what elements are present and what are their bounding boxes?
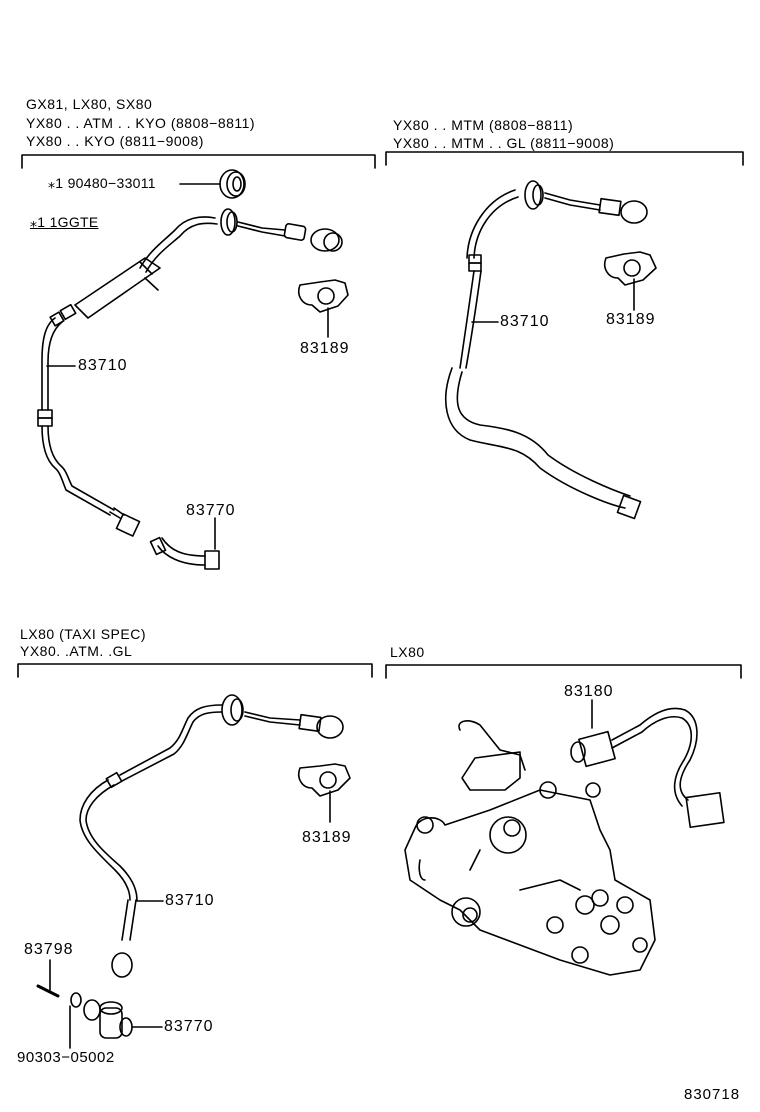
part-number-83189[interactable]: 83189 <box>300 340 350 357</box>
part-number-83770[interactable]: 83770 <box>164 1018 214 1035</box>
section-header-bottom-left-line-1: LX80 (TAXI SPEC) <box>20 626 147 642</box>
washer-90303-05002 <box>69 992 82 1049</box>
section-header-bottom-left-line-2: YX80. .ATM. .GL <box>20 643 133 659</box>
part-number-83189[interactable]: 83189 <box>606 311 656 328</box>
part-number-83710[interactable]: 83710 <box>165 892 215 909</box>
section-bracket-top-right <box>385 151 744 166</box>
part-number-83710[interactable]: 83710 <box>500 313 550 330</box>
section-header-top-left-line-1: GX81, LX80, SX80 <box>26 96 153 112</box>
section-header-bottom-right: LX80 <box>390 644 425 660</box>
speedometer-cable-83710-bottom-left <box>79 694 344 978</box>
sensor-83180 <box>570 699 725 829</box>
part-number-90303-05002[interactable]: 90303−05002 <box>17 1049 115 1066</box>
part-number-83798[interactable]: 83798 <box>24 941 74 958</box>
speedometer-cable-83710-top-left <box>37 208 343 537</box>
section-bracket-top-left <box>21 154 376 169</box>
note-part-label: ⁎1 90480−33011 <box>48 175 156 191</box>
drive-gear-83770-top-left <box>149 517 220 570</box>
part-number-83770[interactable]: 83770 <box>186 502 236 519</box>
connector-83189-bottom-left <box>297 763 351 823</box>
grommet-90480-33011 <box>179 169 246 199</box>
pin-83798 <box>36 959 60 998</box>
injection-pump <box>404 720 656 976</box>
part-number-83180[interactable]: 83180 <box>564 683 614 700</box>
section-header-top-left-line-2: YX80 . . ATM . . KYO (8808−8811) <box>26 115 256 131</box>
part-number-83189[interactable]: 83189 <box>302 829 352 846</box>
connector-83189-top-left <box>297 279 349 338</box>
section-header-top-right-line-1: YX80 . . MTM (8808−8811) <box>393 117 574 133</box>
section-header-top-left-line-3: YX80 . . KYO (8811−9008) <box>26 133 204 149</box>
section-bracket-bottom-left <box>17 663 373 678</box>
speedometer-cable-83710-top-right <box>445 180 648 520</box>
drive-gear-83770-bottom-left <box>83 999 163 1039</box>
part-number-83710[interactable]: 83710 <box>78 357 128 374</box>
connector-83189-top-right <box>603 251 657 311</box>
diagram-id: 830718 <box>684 1086 741 1103</box>
note-legend: ⁎1 1GGTE <box>30 214 99 230</box>
section-header-top-right-line-2: YX80 . . MTM . . GL (8811−9008) <box>393 135 615 151</box>
section-bracket-bottom-right <box>385 664 742 679</box>
